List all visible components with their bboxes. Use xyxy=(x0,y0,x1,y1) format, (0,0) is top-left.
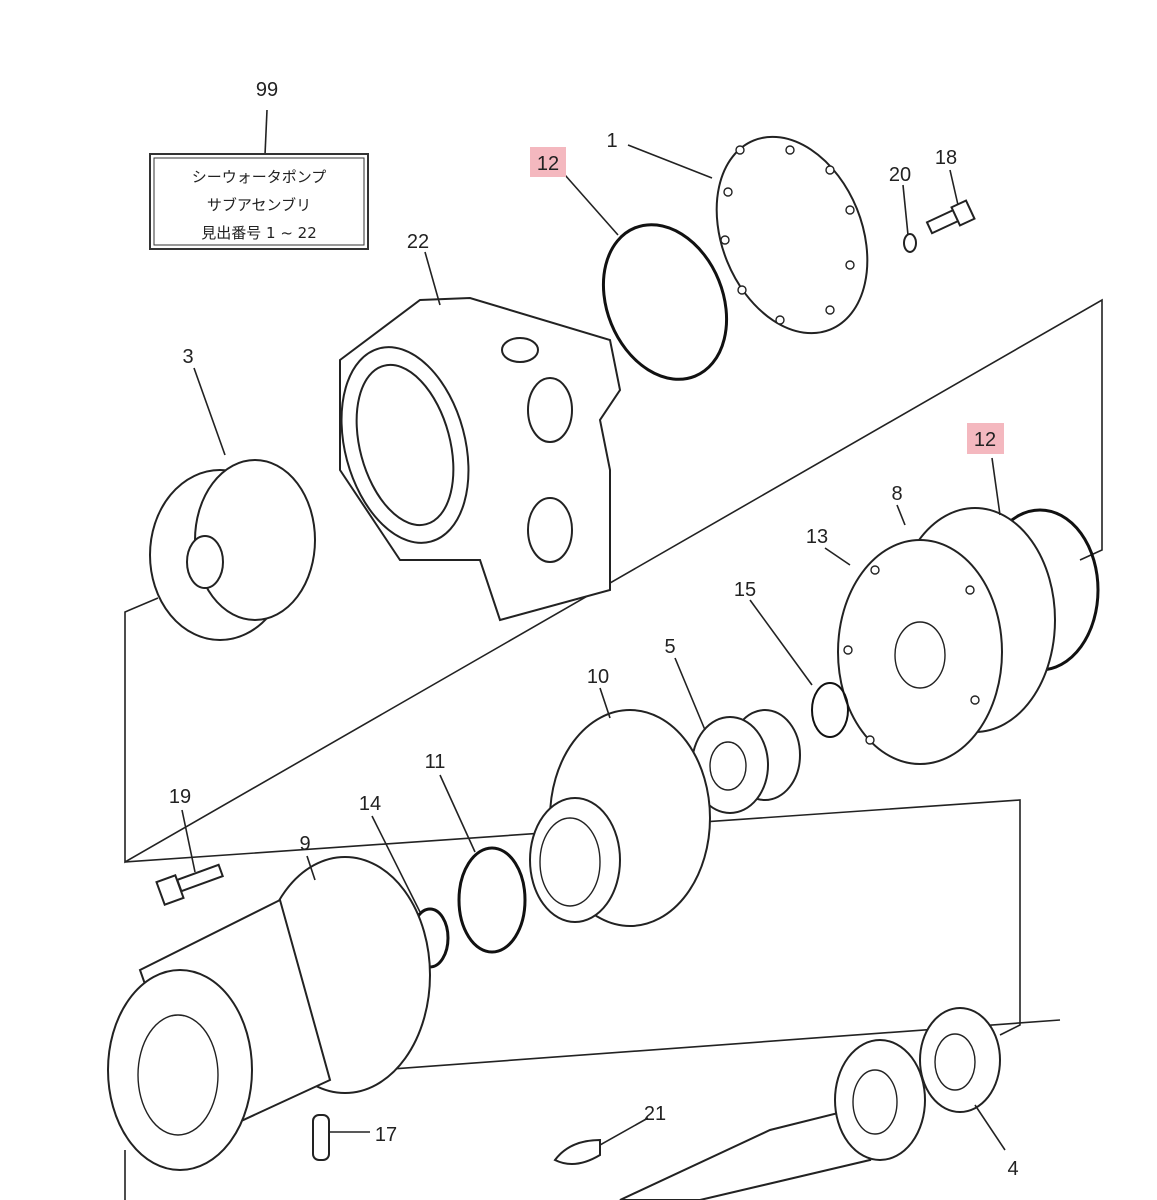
callout-12-upper: 12 xyxy=(537,153,559,175)
pump-housing-part-22 xyxy=(339,296,622,622)
callout-99: 99 xyxy=(256,79,278,101)
callout-17: 17 xyxy=(375,1124,397,1146)
callout-13: 13 xyxy=(806,526,828,548)
washer-part-20 xyxy=(903,233,917,253)
callout-8: 8 xyxy=(891,483,902,505)
callout-11: 11 xyxy=(425,751,446,773)
title-line-2: サブアセンブリ xyxy=(207,196,311,214)
bearing-part-4 xyxy=(919,1007,1001,1113)
callout-14: 14 xyxy=(359,793,381,815)
callout-10: 10 xyxy=(587,666,609,688)
callout-18: 18 xyxy=(935,147,957,169)
impeller-part-3 xyxy=(149,459,316,641)
bolt-part-19 xyxy=(155,863,225,906)
gasket-part-13 xyxy=(837,539,1003,765)
callout-19: 19 xyxy=(169,786,191,808)
mechanical-seal-part-5 xyxy=(691,709,801,814)
o-ring-part-11 xyxy=(457,846,527,954)
callout-12-lower: 12 xyxy=(974,429,996,451)
callout-4: 4 xyxy=(1007,1158,1018,1180)
pin-part-17 xyxy=(312,1114,330,1161)
title-line-3: 見出番号 1 ~ 22 xyxy=(201,224,317,242)
callout-15: 15 xyxy=(734,579,756,601)
callout-5: 5 xyxy=(664,636,675,658)
callout-1: 1 xyxy=(606,130,617,152)
seal-housing-part-10 xyxy=(529,709,711,927)
callout-22: 22 xyxy=(407,231,429,253)
o-ring-part-12-upper xyxy=(601,223,729,381)
highlight-12-lower xyxy=(967,423,1004,454)
title-line-1: シーウォータポンプ xyxy=(192,168,327,186)
bearing-housing-part-9 xyxy=(107,856,431,1171)
callout-3: 3 xyxy=(182,346,193,368)
key-part-21 xyxy=(553,1138,601,1165)
callout-9: 9 xyxy=(299,833,310,855)
cover-plate-part-1 xyxy=(715,135,869,335)
callout-21: 21 xyxy=(644,1103,666,1125)
callout-20: 20 xyxy=(889,164,911,186)
circlip-part-15 xyxy=(811,682,849,738)
callout-labels: 99 1 12 20 18 22 3 12 8 13 15 5 10 11 19… xyxy=(169,79,1019,1180)
subassembly-title-box: シーウォータポンプ サブアセンブリ 見出番号 1 ~ 22 xyxy=(149,109,369,250)
bearing xyxy=(834,1039,926,1161)
bolt-part-18 xyxy=(925,199,976,235)
leader-lines xyxy=(181,144,1006,1151)
highlight-12-upper xyxy=(530,147,566,177)
